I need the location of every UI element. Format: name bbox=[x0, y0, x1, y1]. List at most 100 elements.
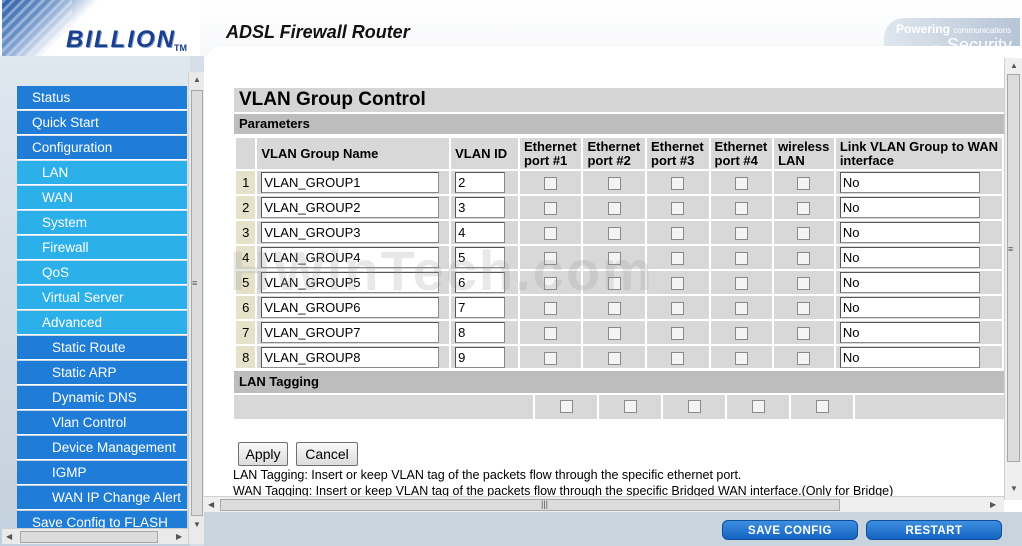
sidebar-item-igmp[interactable]: IGMP bbox=[17, 461, 187, 485]
eth2-checkbox[interactable] bbox=[607, 277, 621, 291]
eth3-checkbox[interactable] bbox=[671, 202, 685, 216]
scroll-up-icon[interactable]: ▲ bbox=[193, 75, 201, 84]
eth3-checkbox[interactable] bbox=[671, 352, 685, 366]
sidebar-hscroll-thumb[interactable] bbox=[20, 531, 158, 543]
vlan-group-name-input[interactable] bbox=[261, 247, 440, 268]
lan-tagging-eth2-checkbox[interactable] bbox=[623, 400, 637, 413]
scroll-right-icon[interactable]: ▶ bbox=[990, 500, 997, 509]
vlan-id-input[interactable] bbox=[455, 172, 506, 193]
link-wan-input[interactable] bbox=[839, 322, 980, 343]
eth2-checkbox[interactable] bbox=[607, 202, 621, 216]
eth1-checkbox[interactable] bbox=[544, 277, 558, 291]
vlan-id-input[interactable] bbox=[455, 297, 506, 318]
lan-tagging-eth4-checkbox[interactable] bbox=[751, 400, 765, 413]
eth4-checkbox[interactable] bbox=[734, 202, 748, 216]
eth3-checkbox[interactable] bbox=[671, 227, 685, 241]
vlan-group-name-input[interactable] bbox=[261, 297, 440, 318]
wlan-checkbox[interactable] bbox=[797, 352, 811, 366]
sidebar-item-vlan-control[interactable]: Vlan Control bbox=[17, 411, 187, 435]
sidebar-item-static-arp[interactable]: Static ARP bbox=[17, 361, 187, 385]
link-wan-input[interactable] bbox=[839, 347, 980, 368]
sidebar-item-static-route[interactable]: Static Route bbox=[17, 336, 187, 360]
wlan-checkbox[interactable] bbox=[797, 202, 811, 216]
wlan-checkbox[interactable] bbox=[797, 252, 811, 266]
sidebar-item-system[interactable]: System bbox=[17, 211, 187, 235]
eth1-checkbox[interactable] bbox=[544, 302, 558, 316]
apply-button[interactable]: Apply bbox=[238, 442, 288, 466]
link-wan-input[interactable] bbox=[839, 197, 980, 218]
eth2-checkbox[interactable] bbox=[607, 302, 621, 316]
eth2-checkbox[interactable] bbox=[607, 352, 621, 366]
vlan-id-input[interactable] bbox=[455, 322, 506, 343]
eth2-checkbox[interactable] bbox=[607, 177, 621, 191]
wlan-checkbox[interactable] bbox=[797, 327, 811, 341]
sidebar-item-device-management[interactable]: Device Management bbox=[17, 436, 187, 460]
content-horizontal-scrollbar[interactable]: ◀ ||| ▶ bbox=[204, 496, 1004, 512]
sidebar-item-status[interactable]: Status bbox=[17, 86, 187, 110]
sidebar-item-advanced[interactable]: Advanced bbox=[17, 311, 187, 335]
sidebar-item-wan-ip-change-alert[interactable]: WAN IP Change Alert bbox=[17, 486, 187, 510]
sidebar-item-qos[interactable]: QoS bbox=[17, 261, 187, 285]
eth3-checkbox[interactable] bbox=[671, 252, 685, 266]
lan-tagging-wlan-checkbox[interactable] bbox=[815, 400, 829, 413]
eth4-checkbox[interactable] bbox=[734, 177, 748, 191]
eth3-checkbox[interactable] bbox=[671, 302, 685, 316]
lan-tagging-eth3-checkbox[interactable] bbox=[687, 400, 701, 413]
save-config-button[interactable]: SAVE CONFIG bbox=[722, 520, 858, 540]
eth3-checkbox[interactable] bbox=[671, 277, 685, 291]
eth1-checkbox[interactable] bbox=[544, 177, 558, 191]
sidebar-item-dynamic-dns[interactable]: Dynamic DNS bbox=[17, 386, 187, 410]
eth1-checkbox[interactable] bbox=[544, 327, 558, 341]
content-hscroll-thumb[interactable]: ||| bbox=[220, 499, 840, 511]
vlan-group-name-input[interactable] bbox=[261, 197, 440, 218]
vlan-id-input[interactable] bbox=[455, 347, 506, 368]
scroll-right-icon[interactable]: ▶ bbox=[176, 532, 183, 541]
vlan-id-input[interactable] bbox=[455, 272, 506, 293]
sidebar-item-virtual-server[interactable]: Virtual Server bbox=[17, 286, 187, 310]
lan-tagging-eth1-checkbox[interactable] bbox=[559, 400, 573, 413]
sidebar-vertical-scrollbar[interactable]: ▲ ≡ ▼ bbox=[188, 72, 204, 544]
vlan-group-name-input[interactable] bbox=[261, 322, 440, 343]
link-wan-input[interactable] bbox=[839, 247, 980, 268]
eth4-checkbox[interactable] bbox=[734, 277, 748, 291]
restart-button[interactable]: RESTART bbox=[866, 520, 1002, 540]
eth2-checkbox[interactable] bbox=[607, 227, 621, 241]
eth4-checkbox[interactable] bbox=[734, 327, 748, 341]
eth4-checkbox[interactable] bbox=[734, 227, 748, 241]
scroll-down-icon[interactable]: ▼ bbox=[193, 520, 201, 529]
eth3-checkbox[interactable] bbox=[671, 177, 685, 191]
wlan-checkbox[interactable] bbox=[797, 302, 811, 316]
link-wan-input[interactable] bbox=[839, 172, 980, 193]
sidebar-item-lan[interactable]: LAN bbox=[17, 161, 187, 185]
cancel-button[interactable]: Cancel bbox=[296, 442, 358, 466]
link-wan-input[interactable] bbox=[839, 272, 980, 293]
sidebar-item-firewall[interactable]: Firewall bbox=[17, 236, 187, 260]
link-wan-input[interactable] bbox=[839, 222, 980, 243]
sidebar-item-quick-start[interactable]: Quick Start bbox=[17, 111, 187, 135]
vlan-id-input[interactable] bbox=[455, 247, 506, 268]
sidebar-scroll-thumb[interactable] bbox=[191, 90, 203, 516]
sidebar-item-configuration[interactable]: Configuration bbox=[17, 136, 187, 160]
vlan-group-name-input[interactable] bbox=[261, 272, 440, 293]
vlan-id-input[interactable] bbox=[455, 222, 506, 243]
eth1-checkbox[interactable] bbox=[544, 202, 558, 216]
vlan-group-name-input[interactable] bbox=[261, 347, 440, 368]
eth4-checkbox[interactable] bbox=[734, 252, 748, 266]
scroll-down-icon[interactable]: ▼ bbox=[1010, 484, 1018, 493]
content-scroll-thumb[interactable] bbox=[1007, 74, 1020, 462]
eth2-checkbox[interactable] bbox=[607, 252, 621, 266]
scroll-up-icon[interactable]: ▲ bbox=[1010, 61, 1018, 70]
vlan-group-name-input[interactable] bbox=[261, 172, 440, 193]
eth4-checkbox[interactable] bbox=[734, 302, 748, 316]
sidebar-item-wan[interactable]: WAN bbox=[17, 186, 187, 210]
wlan-checkbox[interactable] bbox=[797, 277, 811, 291]
scroll-left-icon[interactable]: ◀ bbox=[208, 500, 215, 509]
sidebar-horizontal-scrollbar[interactable]: ◀ ▶ bbox=[2, 528, 188, 544]
eth1-checkbox[interactable] bbox=[544, 227, 558, 241]
vlan-group-name-input[interactable] bbox=[261, 222, 440, 243]
vlan-id-input[interactable] bbox=[455, 197, 506, 218]
wlan-checkbox[interactable] bbox=[797, 177, 811, 191]
eth3-checkbox[interactable] bbox=[671, 327, 685, 341]
eth1-checkbox[interactable] bbox=[544, 352, 558, 366]
scroll-left-icon[interactable]: ◀ bbox=[6, 532, 13, 541]
